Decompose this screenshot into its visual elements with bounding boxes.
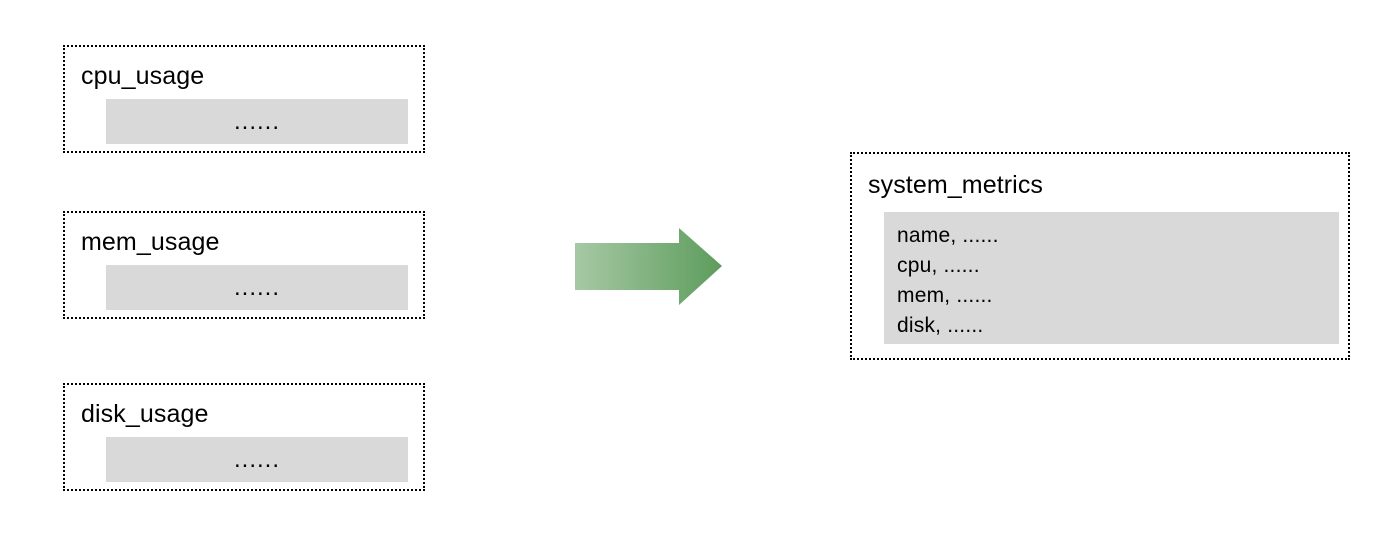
target-node-row: cpu, ...... [897, 254, 980, 277]
source-node-ellipsis: ...... [233, 107, 280, 135]
source-node-cpu-usage[interactable]: cpu_usage ...... [63, 45, 425, 153]
source-node-disk-usage[interactable]: disk_usage ...... [63, 383, 425, 491]
source-node-title: mem_usage [81, 228, 220, 256]
target-node-row: disk, ...... [897, 314, 984, 337]
source-node-title: disk_usage [81, 400, 209, 428]
target-node-body: name, ...... cpu, ...... mem, ...... dis… [884, 212, 1339, 344]
target-node-row: mem, ...... [897, 284, 993, 307]
source-node-body: ...... [106, 437, 408, 482]
source-node-body: ...... [106, 99, 408, 144]
source-node-body: ...... [106, 265, 408, 310]
source-node-mem-usage[interactable]: mem_usage ...... [63, 211, 425, 319]
flow-arrow [566, 218, 736, 318]
source-node-title: cpu_usage [81, 62, 205, 90]
right-arrow-icon [575, 228, 722, 305]
source-node-ellipsis: ...... [233, 445, 280, 473]
target-node-system-metrics[interactable]: system_metrics name, ...... cpu, ...... … [850, 152, 1350, 360]
target-node-row: name, ...... [897, 224, 999, 247]
target-node-title: system_metrics [868, 171, 1044, 199]
source-node-ellipsis: ...... [233, 273, 280, 301]
